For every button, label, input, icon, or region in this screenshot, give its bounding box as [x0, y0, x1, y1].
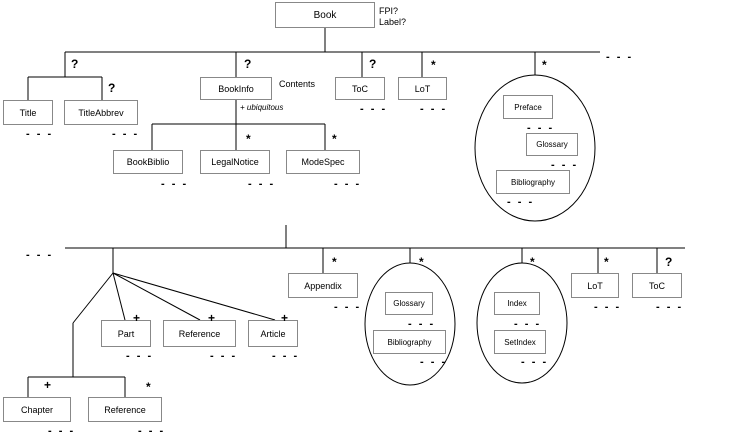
node-lot-top: LoT	[398, 77, 447, 100]
continuation-dots: - - -	[126, 350, 154, 362]
zero-or-more-marker: *	[146, 380, 151, 394]
continuation-dots: - - -	[48, 425, 76, 437]
node-toc-bottom: ToC	[632, 273, 682, 298]
node-setindex: SetIndex	[494, 330, 546, 354]
continuation-dots: - - -	[138, 425, 166, 437]
node-reference-low: Reference	[88, 397, 162, 422]
continuation-dots: - - -	[26, 249, 54, 261]
continuation-dots: - - -	[112, 128, 140, 140]
node-bibliography-top: Bibliography	[496, 170, 570, 194]
node-bookinfo: BookInfo	[200, 77, 272, 100]
node-chapter: Chapter	[3, 397, 71, 422]
continuation-dots: - - -	[408, 318, 436, 330]
continuation-dots: - - -	[248, 178, 276, 190]
annotation-label: Label?	[379, 17, 407, 27]
continuation-dots: - - -	[360, 103, 388, 115]
optional-marker: ?	[71, 57, 79, 71]
zero-or-more-marker: *	[332, 255, 337, 269]
node-modespec: ModeSpec	[286, 150, 360, 174]
node-index: Index	[494, 292, 540, 315]
continuation-dots: - - -	[514, 318, 542, 330]
annotation-contents: Contents	[279, 79, 316, 89]
node-part: Part	[101, 320, 151, 347]
zero-or-more-marker: *	[246, 132, 251, 146]
node-bibliography-bottom: Bibliography	[373, 330, 446, 354]
continuation-dots: - - -	[551, 159, 579, 171]
connector	[112, 272, 126, 321]
continuation-dots: - - -	[420, 103, 448, 115]
continuation-dots: - - -	[26, 128, 54, 140]
node-reference-mid: Reference	[163, 320, 236, 347]
zero-or-more-marker: *	[604, 255, 609, 269]
zero-or-more-marker: *	[419, 255, 424, 269]
node-bookbiblio: BookBiblio	[113, 150, 183, 174]
continuation-dots: - - -	[420, 356, 448, 368]
optional-marker: ?	[369, 57, 377, 71]
connector	[72, 272, 114, 324]
zero-or-more-marker: *	[542, 58, 547, 72]
node-legalnotice: LegalNotice	[200, 150, 270, 174]
one-or-more-marker: +	[133, 311, 141, 325]
one-or-more-marker: +	[208, 311, 216, 325]
node-article: Article	[248, 320, 298, 347]
continuation-dots: - - -	[594, 301, 622, 313]
annotation-ubiquitous: + ubiquitous	[240, 103, 284, 112]
node-appendix: Appendix	[288, 273, 358, 298]
annotation-fpi: FPI?	[379, 6, 399, 16]
optional-marker: ?	[665, 255, 673, 269]
connector	[112, 272, 276, 321]
node-toc-top: ToC	[335, 77, 385, 100]
continuation-dots: - - -	[161, 178, 189, 190]
zero-or-more-marker: *	[530, 255, 535, 269]
node-glossary-bottom: Glossary	[385, 292, 433, 315]
continuation-dots: - - -	[606, 51, 634, 63]
one-or-more-marker: +	[44, 378, 52, 392]
continuation-dots: - - -	[527, 122, 555, 134]
continuation-dots: - - -	[334, 301, 362, 313]
continuation-dots: - - -	[507, 196, 535, 208]
node-titleabbrev: TitleAbbrev	[64, 100, 138, 125]
optional-marker: ?	[244, 57, 252, 71]
node-book: Book	[275, 2, 375, 28]
node-lot-bottom: LoT	[571, 273, 619, 298]
continuation-dots: - - -	[656, 301, 684, 313]
connector	[112, 272, 201, 321]
optional-marker: ?	[108, 81, 116, 95]
node-preface: Preface	[503, 95, 553, 119]
zero-or-more-marker: *	[431, 58, 436, 72]
node-glossary-top: Glossary	[526, 133, 578, 156]
continuation-dots: - - -	[272, 350, 300, 362]
zero-or-more-marker: *	[332, 132, 337, 146]
continuation-dots: - - -	[334, 178, 362, 190]
node-title: Title	[3, 100, 53, 125]
continuation-dots: - - -	[210, 350, 238, 362]
one-or-more-marker: +	[281, 311, 289, 325]
continuation-dots: - - -	[521, 356, 549, 368]
